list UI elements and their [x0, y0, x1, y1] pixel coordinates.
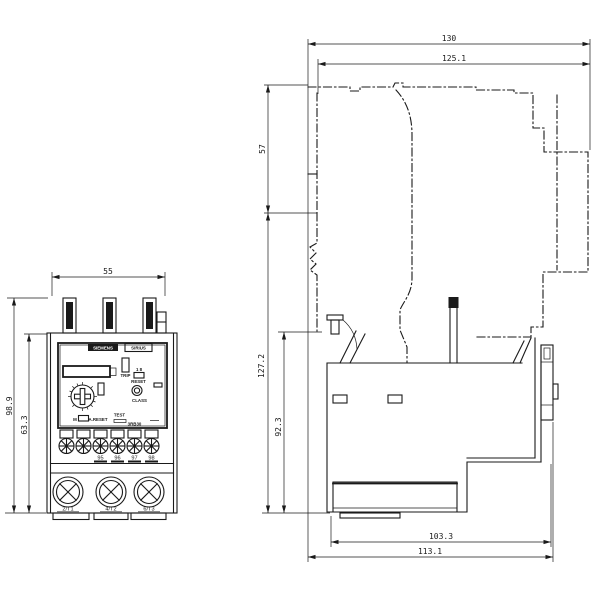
dim-label-height-body: 63.3: [20, 415, 29, 434]
range-window: [133, 371, 145, 379]
device-body: SIEMENS SIRIUS TRIP 1 8 RESET CLASS: [46, 332, 178, 521]
test-slide: [113, 419, 127, 423]
dim-label-height-body: 92.3: [274, 417, 283, 436]
aux-terminal-label: 97: [131, 456, 137, 462]
top-terminal-tabs: [62, 297, 167, 334]
trip-label: TRIP: [120, 373, 130, 378]
base-foot: [339, 512, 401, 519]
aux-terminal-label: 96: [114, 456, 120, 462]
main-terminal-block: 2/T1 4/T2 6/T3: [52, 476, 165, 513]
dim-label-height-upper: 57: [258, 144, 267, 154]
trip-indicator-slot: [121, 357, 130, 373]
front-view: 55 98.9 63.3: [5, 267, 178, 521]
manual-label: M: [73, 417, 77, 422]
main-terminal-label: 4/T2: [105, 507, 116, 513]
front-panel: SIEMENS SIRIUS TRIP 1 8 RESET CLASS: [57, 342, 168, 429]
test-label: TEST: [114, 413, 126, 418]
reset-button: [131, 384, 143, 397]
plug-pin: [448, 297, 459, 308]
side-dims: 130 125.1 57 127.2 92.3 103.3 113.1: [257, 34, 591, 562]
latch-slider: [540, 344, 559, 421]
release-lever: [326, 314, 358, 350]
auto-reset-label: A.RESET: [88, 417, 107, 422]
aux-terminal-label: 95: [97, 456, 103, 462]
mounting-feet: [52, 512, 167, 521]
class-label: CLASS: [132, 398, 147, 403]
dim-label-height-total: 98.9: [5, 396, 14, 415]
class-window: [153, 382, 163, 388]
reset-mode-switch: [77, 414, 90, 422]
front-dim-heights: 98.9 63.3: [5, 297, 48, 514]
aux-terminal-block: 95 96 97 98: [49, 429, 175, 474]
vent-slot: [332, 394, 348, 404]
model-label: 3RB30: [128, 422, 142, 427]
reset-label: RESET: [131, 379, 146, 384]
front-dim-width: 55: [51, 267, 166, 296]
brand-plate: [88, 344, 118, 351]
side-view: 130 125.1 57 127.2 92.3 103.3 113.1: [257, 34, 591, 562]
dim-label-depth-body: 103.3: [429, 532, 453, 541]
aux-terminal-label: 98: [148, 456, 154, 462]
contactor-phantom-outline: [307, 82, 589, 363]
dim-label-width-55: 55: [103, 267, 113, 276]
main-terminal-label: 6/T3: [143, 507, 154, 513]
vent-slot: [387, 394, 403, 404]
series-label: SIRIUS: [131, 346, 146, 351]
label-window: [62, 365, 111, 378]
dim-label-depth-upper: 125.1: [442, 54, 466, 63]
current-setting-dial: [68, 382, 97, 411]
dim-label-depth-overall: 130: [442, 34, 457, 43]
brand-label: SIEMENS: [93, 346, 113, 351]
dim-label-height-total: 127.2: [257, 354, 266, 378]
relay-side-outline: [326, 297, 559, 519]
dim-label-depth-total: 113.1: [418, 547, 442, 556]
range-label: 1 8: [136, 367, 143, 372]
main-terminal-label: 2/T1: [62, 507, 73, 513]
